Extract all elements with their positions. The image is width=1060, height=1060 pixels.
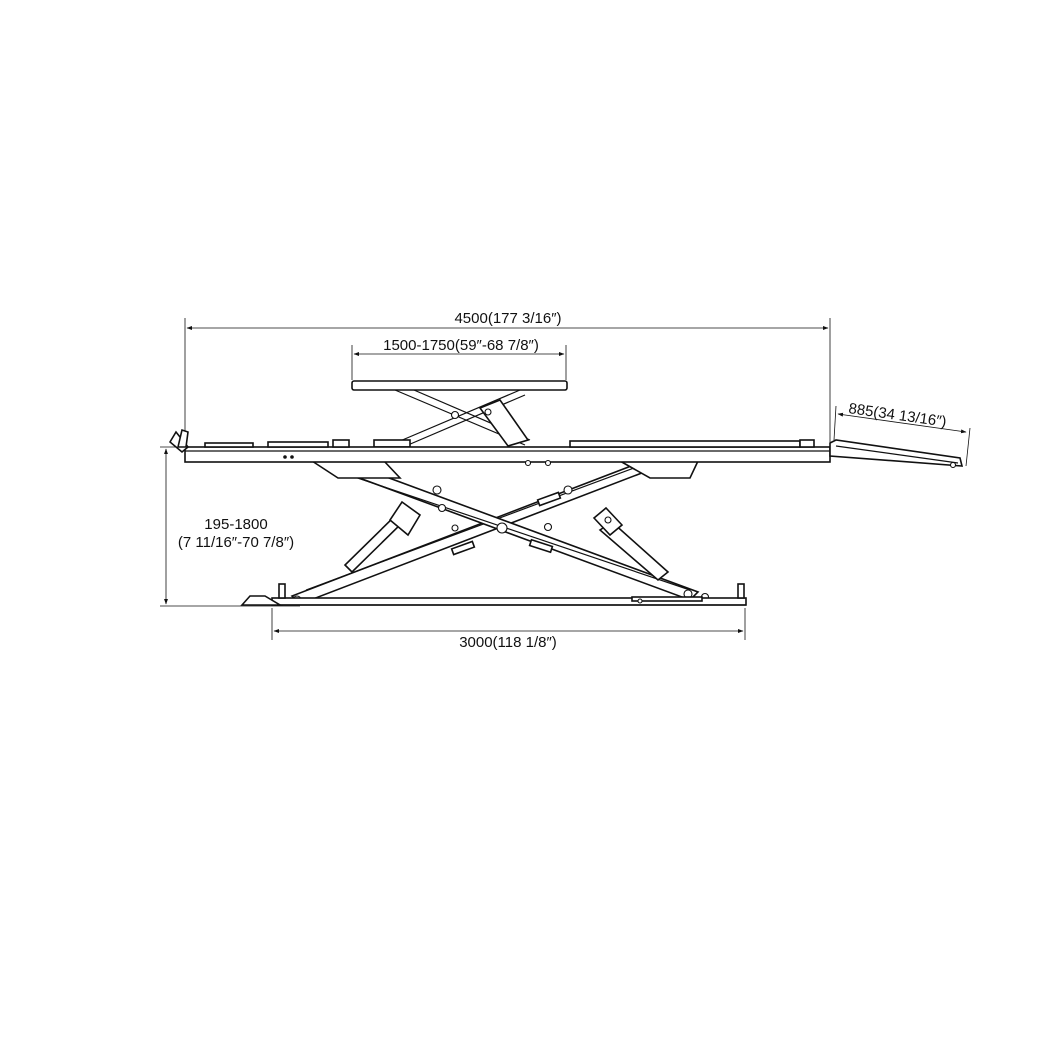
base-length-label: 3000(118 1/8″) bbox=[459, 634, 557, 651]
upper-platform bbox=[351, 380, 568, 448]
base-frame bbox=[240, 583, 747, 606]
overall-length-dimension: 4500(177 3/16″) bbox=[184, 310, 831, 442]
main-deck bbox=[168, 428, 831, 467]
base-length-dimension: 3000(118 1/8″) bbox=[271, 608, 746, 651]
overall-length-label: 4500(177 3/16″) bbox=[454, 310, 561, 327]
rear-ramp bbox=[829, 439, 964, 469]
upper-platform-label: 1500-1750(59″-68 7/8″) bbox=[383, 337, 539, 354]
height-label-line1: 195-1800 bbox=[204, 516, 267, 533]
upper-platform-dimension: 1500-1750(59″-68 7/8″) bbox=[351, 337, 567, 380]
ramp-label: 885(34 13/16″) bbox=[847, 400, 947, 431]
main-scissor bbox=[290, 453, 710, 605]
height-label-line2: (7 11/16″-70 7/8″) bbox=[178, 534, 294, 551]
height-dimension: 195-1800 (7 11/16″-70 7/8″) bbox=[160, 446, 300, 607]
